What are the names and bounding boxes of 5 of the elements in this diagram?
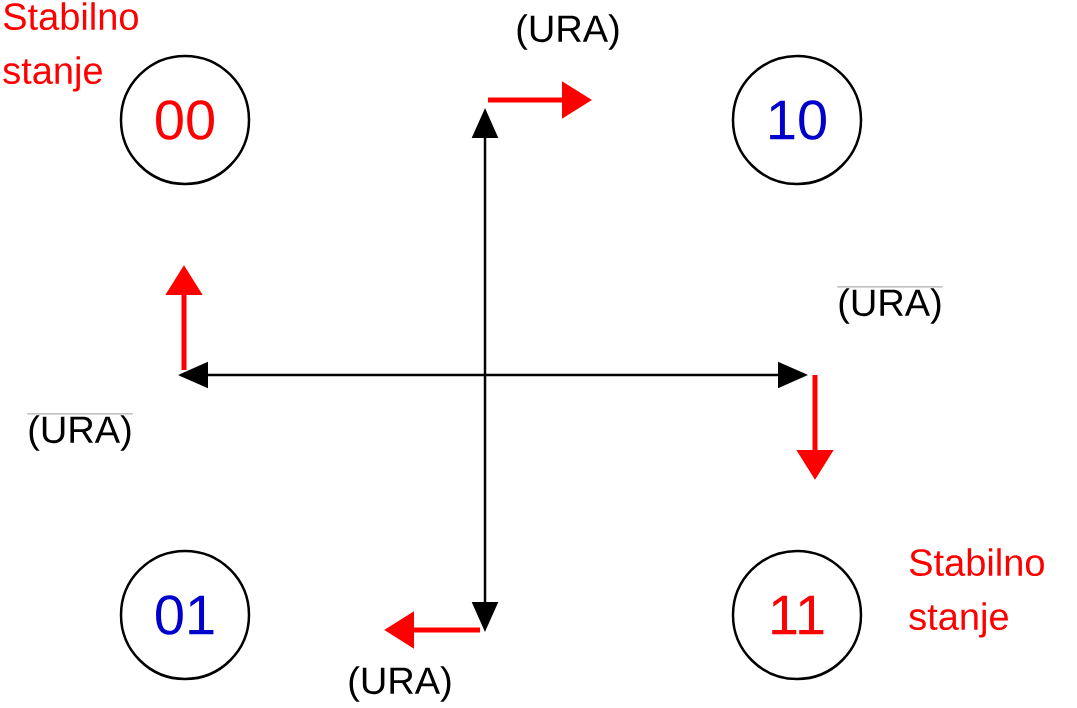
state-note: Stabilno stanje [909, 548, 1044, 638]
signal-label: $\overline{\hbox{(URA)}}$ [837, 286, 943, 324]
signal-label: $\overline{\hbox{(URA)}}$ [27, 413, 133, 451]
signal-label: (URA) [517, 14, 619, 50]
signal-label: (URA) [349, 666, 451, 702]
